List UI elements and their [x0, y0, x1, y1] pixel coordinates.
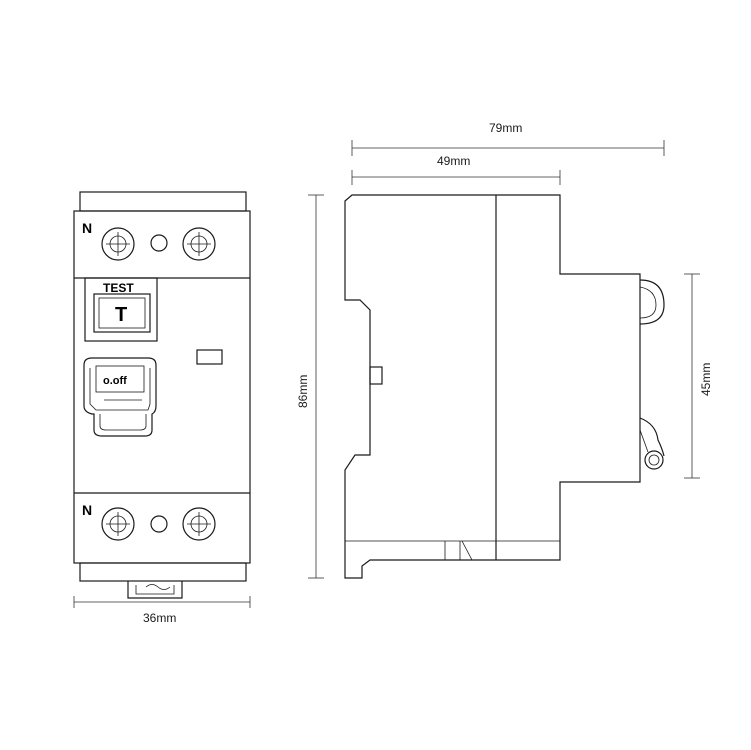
test-label: TEST: [103, 281, 134, 295]
body-depth-dimension: 49mm: [351, 154, 561, 185]
total-depth-dimension: 79mm: [351, 121, 665, 156]
side-profile: [344, 194, 641, 579]
toggle-label: o.off: [103, 375, 127, 387]
body-depth-label: 49mm: [437, 154, 470, 168]
svg-text:T: T: [115, 304, 127, 326]
bottom-terminal-label: N: [82, 502, 92, 518]
test-button-frame: [84, 277, 158, 342]
top-indicator-hole: [150, 234, 168, 252]
bottom-left-screw-icon: [101, 507, 135, 541]
front-height-dimension: 45mm: [684, 273, 713, 479]
width-dimension: 36mm: [73, 596, 251, 625]
top-left-screw-icon: [101, 227, 135, 261]
total-depth-label: 79mm: [489, 121, 522, 135]
height-dimension: 86mm: [296, 194, 324, 579]
top-terminal-label: N: [82, 220, 92, 236]
din-clip: [127, 581, 183, 599]
side-toggle-knob: [639, 417, 665, 457]
side-view: [344, 194, 665, 579]
side-slider: [369, 366, 383, 385]
top-right-screw-icon: [182, 227, 216, 261]
front-body: [73, 210, 251, 564]
test-button[interactable]: T: [93, 293, 151, 333]
front-view: N TEST T: [73, 191, 251, 599]
status-window: [196, 349, 223, 365]
front-top-lip: [79, 191, 247, 212]
side-test-button: [639, 279, 665, 325]
bottom-indicator-hole: [150, 515, 168, 533]
front-height-label: 45mm: [699, 363, 713, 396]
toggle-handle[interactable]: [83, 357, 157, 437]
front-bottom-lip: [79, 562, 247, 582]
height-label: 86mm: [296, 375, 310, 408]
bottom-right-screw-icon: [182, 507, 216, 541]
width-dimension-label: 36mm: [143, 611, 176, 625]
